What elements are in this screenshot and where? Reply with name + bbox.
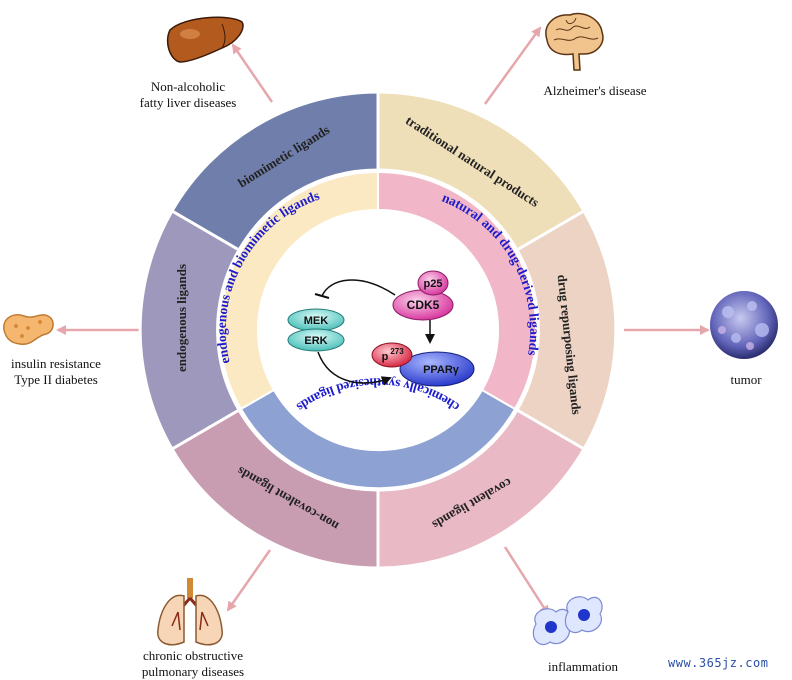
- insulin-line1: insulin resistance: [11, 356, 101, 371]
- label-alzheimers: Alzheimer's disease: [543, 83, 647, 98]
- p25-label: p25: [424, 278, 443, 290]
- p273-label: p: [382, 351, 389, 363]
- tumor-icon: [710, 291, 778, 359]
- brain-icon: [545, 12, 604, 71]
- label-endogenous: endogenous ligands: [174, 264, 189, 372]
- signaling-pathway: CDK5 p25 MEK ERK PPARγ p 273: [287, 270, 475, 387]
- sector-endogenous: [138, 208, 242, 452]
- cdk5-label: CDK5: [407, 298, 440, 312]
- outer-ring: [138, 90, 618, 570]
- inhibition-bar: [314, 293, 330, 299]
- label-nafld: Non-alcoholic fatty liver diseases: [128, 79, 248, 111]
- center-disc: [258, 210, 498, 450]
- inner-chemical: [239, 388, 517, 490]
- copd-line1: chronic obstructive: [143, 648, 243, 663]
- label-tumor: tumor: [730, 372, 762, 387]
- lungs-icon: [157, 578, 223, 646]
- ppar-label: PPARγ: [423, 364, 460, 376]
- copd-line2: pulmonary diseases: [141, 664, 245, 679]
- arrow-alzheimers: [483, 26, 542, 105]
- erk-node: [287, 328, 345, 352]
- ppar-node: [399, 351, 475, 387]
- inhibition-line: [321, 279, 396, 297]
- arrow-nafld: [231, 43, 274, 103]
- erk-label: ERK: [304, 335, 327, 347]
- mek-label: MEK: [304, 315, 329, 327]
- arrow-inflammation: [503, 546, 550, 616]
- watermark: www.365jz.com: [668, 656, 769, 670]
- immune-cells-icon: [532, 596, 603, 646]
- pancreas-icon: [3, 314, 54, 345]
- p273-sup: 273: [390, 347, 404, 356]
- label-insulin: insulin resistance Type II diabetes: [0, 356, 112, 388]
- insulin-line2: Type II diabetes: [14, 372, 98, 387]
- disease-arrows: [56, 26, 710, 616]
- arrow-copd: [226, 549, 272, 612]
- p25-node: [417, 270, 449, 296]
- nafld-line2: fatty liver diseases: [139, 95, 237, 110]
- label-inflammation: inflammation: [547, 659, 619, 674]
- p273-node: [371, 342, 413, 368]
- inner-ring: [218, 170, 538, 490]
- label-copd: chronic obstructive pulmonary diseases: [128, 648, 258, 680]
- nafld-line1: Non-alcoholic: [150, 79, 226, 94]
- liver-icon: [166, 16, 244, 63]
- erk-to-ppar-arrow: [317, 351, 392, 386]
